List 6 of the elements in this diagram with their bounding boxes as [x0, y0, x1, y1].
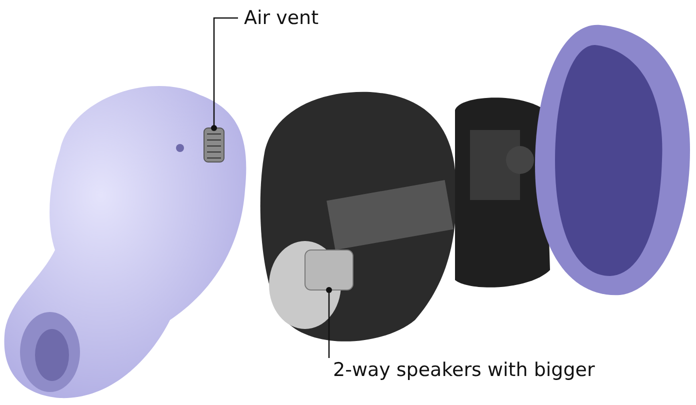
- leader-line: [211, 17, 238, 131]
- leader-line: [326, 287, 332, 358]
- part-label: 2-way speakers with bigger: [333, 358, 595, 382]
- speaker-driver: [304, 250, 354, 290]
- air-vent-grille: [204, 128, 224, 162]
- part-label: Air vent: [244, 6, 319, 30]
